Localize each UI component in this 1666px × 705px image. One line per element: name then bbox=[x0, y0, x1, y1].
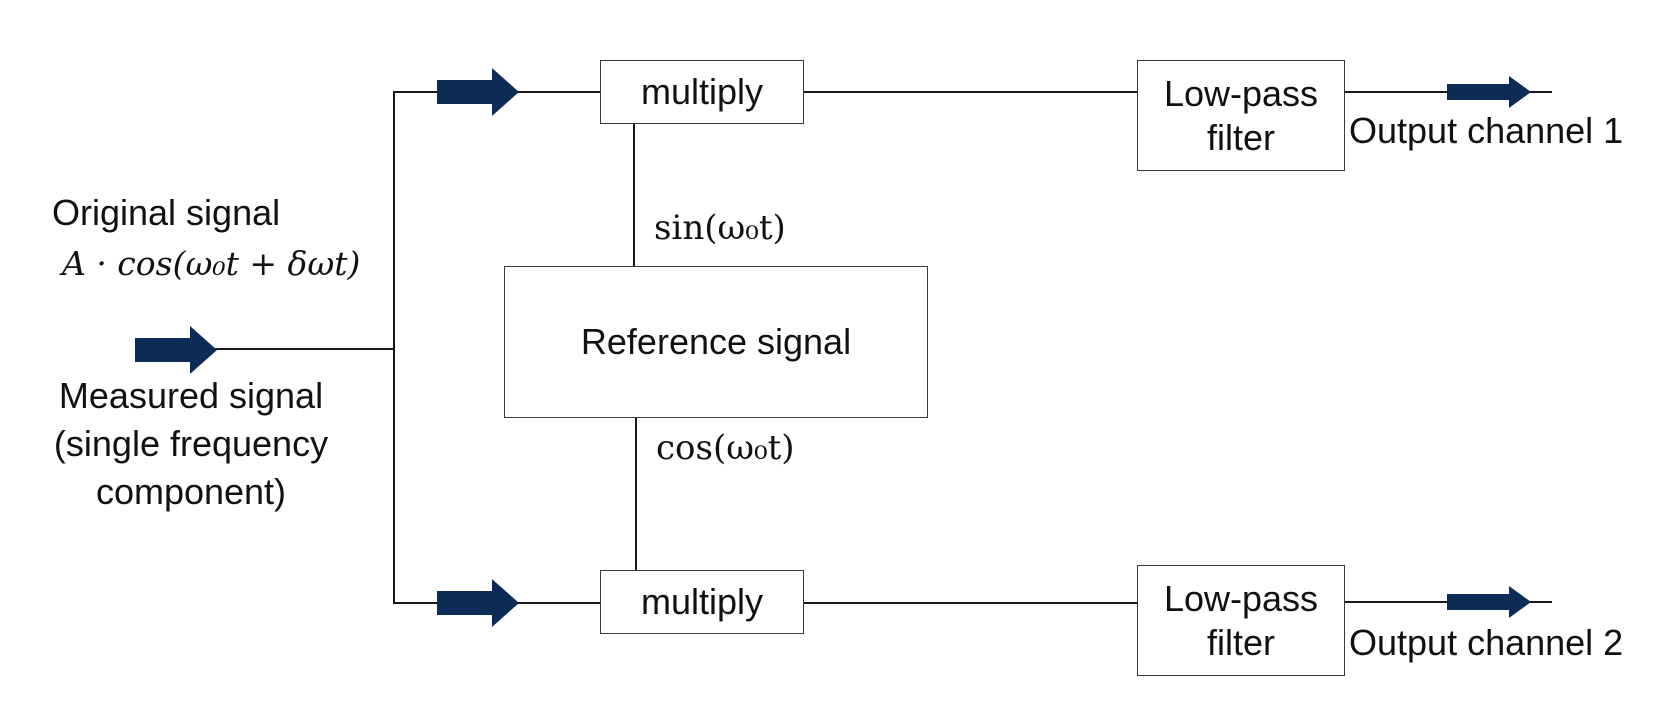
original-signal-label: Original signal bbox=[52, 192, 281, 233]
bottom-arrow-to-multiply-line bbox=[517, 602, 601, 604]
output2-arrow-icon bbox=[1447, 586, 1531, 618]
bottom-branch-arrow-icon bbox=[437, 579, 519, 627]
reference-signal-label: Reference signal bbox=[580, 321, 852, 362]
output2-tail-line bbox=[1530, 601, 1552, 603]
measured-signal-label: Measured signal (single frequency compon… bbox=[53, 375, 329, 512]
multiply-bottom-box: multiply bbox=[600, 570, 804, 634]
bottom-branch-line bbox=[393, 602, 438, 604]
top-multiply-to-filter-line bbox=[804, 91, 1138, 93]
input-arrow-icon bbox=[135, 326, 217, 374]
input-line bbox=[215, 348, 395, 350]
cos-reference-formula: cos(ω₀t) bbox=[656, 428, 795, 468]
top-arrow-to-multiply-line bbox=[517, 91, 601, 93]
output2-line bbox=[1345, 601, 1450, 603]
output1-line bbox=[1345, 91, 1450, 93]
output1-tail-line bbox=[1530, 91, 1552, 93]
splitter-line bbox=[393, 91, 395, 604]
multiply-bottom-label: multiply bbox=[640, 581, 764, 622]
output1-arrow-icon bbox=[1447, 76, 1531, 108]
multiply-top-label: multiply bbox=[640, 71, 764, 112]
lowpass-bottom-box: Low-pass filter bbox=[1137, 565, 1345, 676]
output-channel-2-label: Output channel 2 bbox=[1349, 622, 1624, 663]
top-branch-arrow-icon bbox=[437, 68, 519, 116]
original-signal-formula: A · cos(ω₀t + δωt) bbox=[62, 244, 361, 283]
ref-to-top-multiply-line bbox=[633, 124, 635, 267]
bottom-multiply-to-filter-line bbox=[804, 602, 1138, 604]
reference-signal-box: Reference signal bbox=[504, 266, 928, 418]
sin-reference-formula: sin(ω₀t) bbox=[654, 208, 786, 248]
lowpass-top-box: Low-pass filter bbox=[1137, 60, 1345, 171]
ref-to-bottom-multiply-line bbox=[635, 418, 637, 570]
output-channel-1-label: Output channel 1 bbox=[1349, 110, 1624, 151]
top-branch-line bbox=[393, 91, 438, 93]
multiply-top-box: multiply bbox=[600, 60, 804, 124]
